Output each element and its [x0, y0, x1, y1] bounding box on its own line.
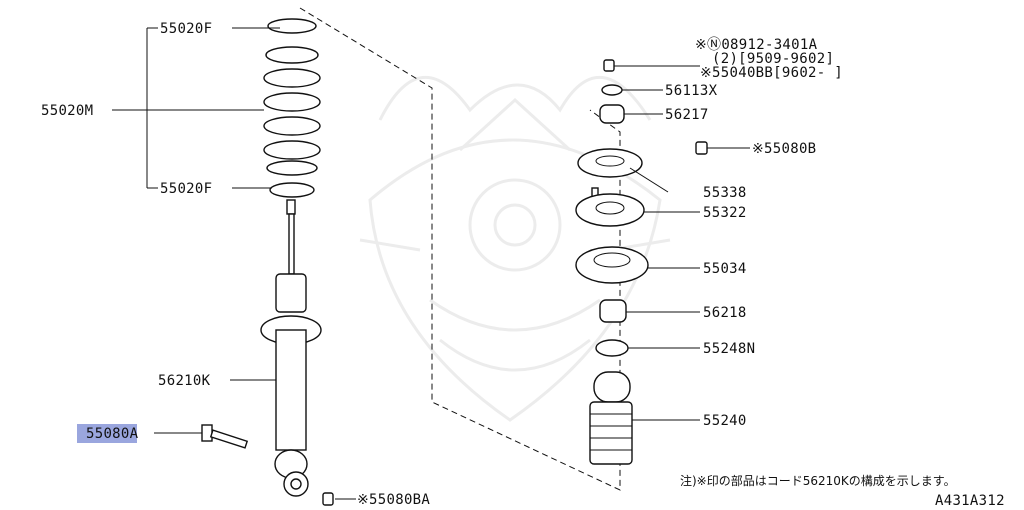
nut-55080BA: [322, 492, 334, 506]
label-56217[interactable]: 56217: [665, 107, 709, 123]
label-55020F-bottom[interactable]: 55020F: [160, 181, 212, 197]
seat-55338: [577, 148, 643, 178]
washer-56113X: [601, 84, 623, 96]
label-55040BB[interactable]: ※55040BB[9602- ]: [700, 65, 843, 81]
label-08912-line2: (2)[9509-9602]: [712, 51, 834, 67]
footnote: 注)※印の部品はコード56210Kの構成を示します。: [680, 473, 956, 488]
label-56218[interactable]: 56218: [703, 305, 747, 321]
highlight-55080A: [77, 424, 137, 443]
watermark-emblem: [359, 75, 671, 422]
label-55248N[interactable]: 55248N: [703, 341, 755, 357]
label-55080B[interactable]: ※55080B: [752, 141, 816, 157]
mount-55322: [575, 187, 645, 227]
figure-code: A431A312: [935, 493, 1005, 509]
shock-absorber: [260, 199, 322, 497]
label-55322[interactable]: 55322: [703, 205, 747, 221]
leader-lines: [112, 27, 750, 500]
label-55240[interactable]: 55240: [703, 413, 747, 429]
nut-55080B: [695, 141, 708, 155]
label-55020F-top[interactable]: 55020F: [160, 21, 212, 37]
bushing-56217: [599, 104, 625, 124]
coil-spring: [263, 46, 321, 176]
assembly-outline: [299, 7, 621, 491]
spring-insulator-upper: [267, 18, 317, 34]
label-08912-line1[interactable]: ※Ⓝ08912-3401A: [695, 37, 818, 53]
label-55020M[interactable]: 55020M: [41, 103, 93, 119]
label-56210K[interactable]: 56210K: [158, 373, 211, 389]
spring-insulator-lower: [269, 182, 315, 198]
label-55080BA[interactable]: ※55080BA: [357, 492, 430, 508]
boot-55240: [589, 371, 633, 465]
nut-08912: [603, 59, 615, 72]
bolt-55080A: [201, 424, 249, 449]
label-55338[interactable]: 55338: [703, 185, 747, 201]
label-55034[interactable]: 55034: [703, 261, 747, 277]
bushing-56218: [599, 299, 627, 323]
bumper-stopper-55034: [575, 246, 649, 284]
washer-55248N: [595, 339, 629, 357]
label-55080A[interactable]: 55080A: [86, 426, 139, 442]
label-56113X[interactable]: 56113X: [665, 83, 718, 99]
